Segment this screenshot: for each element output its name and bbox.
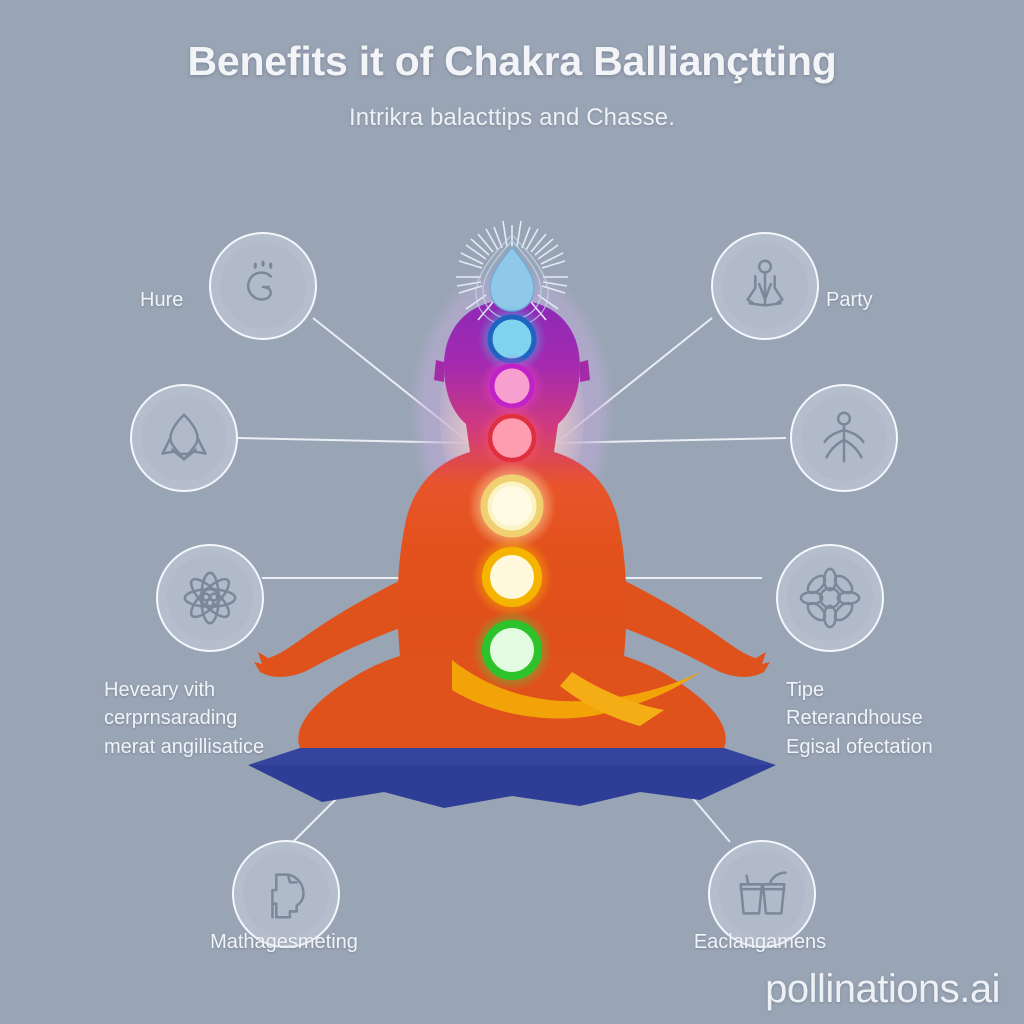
chakra-root [472, 610, 552, 690]
connector-bottom-left [292, 794, 341, 843]
chakra-third-eye [478, 305, 546, 373]
sash-2 [560, 672, 664, 726]
connector-bottom-right [689, 794, 731, 843]
badge-top-right-label: Party [826, 289, 873, 311]
badge-lower-right[interactable] [776, 544, 884, 652]
page-subtitle: Intrikra balacttips and Chasse. [349, 104, 675, 131]
badge-lower-left[interactable] [156, 544, 264, 652]
leaf-drop-icon [161, 413, 207, 461]
lotus-flower-icon [799, 567, 861, 629]
badge-top-left[interactable] [209, 232, 317, 340]
watermark: pollinations.ai [765, 967, 1000, 1011]
chakra-sacral [472, 537, 552, 617]
badge-mid-right[interactable] [790, 384, 898, 492]
cushion-top [248, 748, 776, 765]
badge-lower-right-label: Tipe Reterandhouse Egisal ofectation [786, 679, 933, 758]
right-ear [580, 360, 590, 382]
badge-bottom-right-label: Eaclangamens [693, 931, 827, 953]
page-title: Benefits it of Chakra Balliançtting [187, 38, 837, 84]
lotus-mandala-icon [183, 571, 237, 625]
chakra-solar-plexus [468, 462, 556, 550]
left-ear [434, 360, 444, 382]
badge-bottom-right[interactable] [708, 840, 816, 948]
badge-top-left-label: Hure [140, 289, 184, 311]
chakra-throat [480, 354, 544, 418]
head-profile-icon [271, 873, 305, 919]
badge-mid-left[interactable] [130, 384, 238, 492]
cushion [248, 765, 776, 808]
lightbulb-idea-icon [246, 260, 273, 301]
badge-top-right[interactable] [711, 232, 819, 340]
badge-bottom-left-label: Mathagesmeting [210, 931, 358, 953]
standing-figure-icon [823, 411, 865, 463]
badge-bottom-left[interactable] [232, 840, 340, 948]
chakra-heart [478, 404, 546, 472]
crown-chakra-rays [456, 220, 568, 321]
drink-cups-icon [739, 871, 787, 915]
badge-lower-left-label: Heveary vith cerprnsarading merat angill… [104, 679, 265, 758]
meditation-pose-icon [746, 259, 784, 307]
sash [452, 660, 700, 719]
